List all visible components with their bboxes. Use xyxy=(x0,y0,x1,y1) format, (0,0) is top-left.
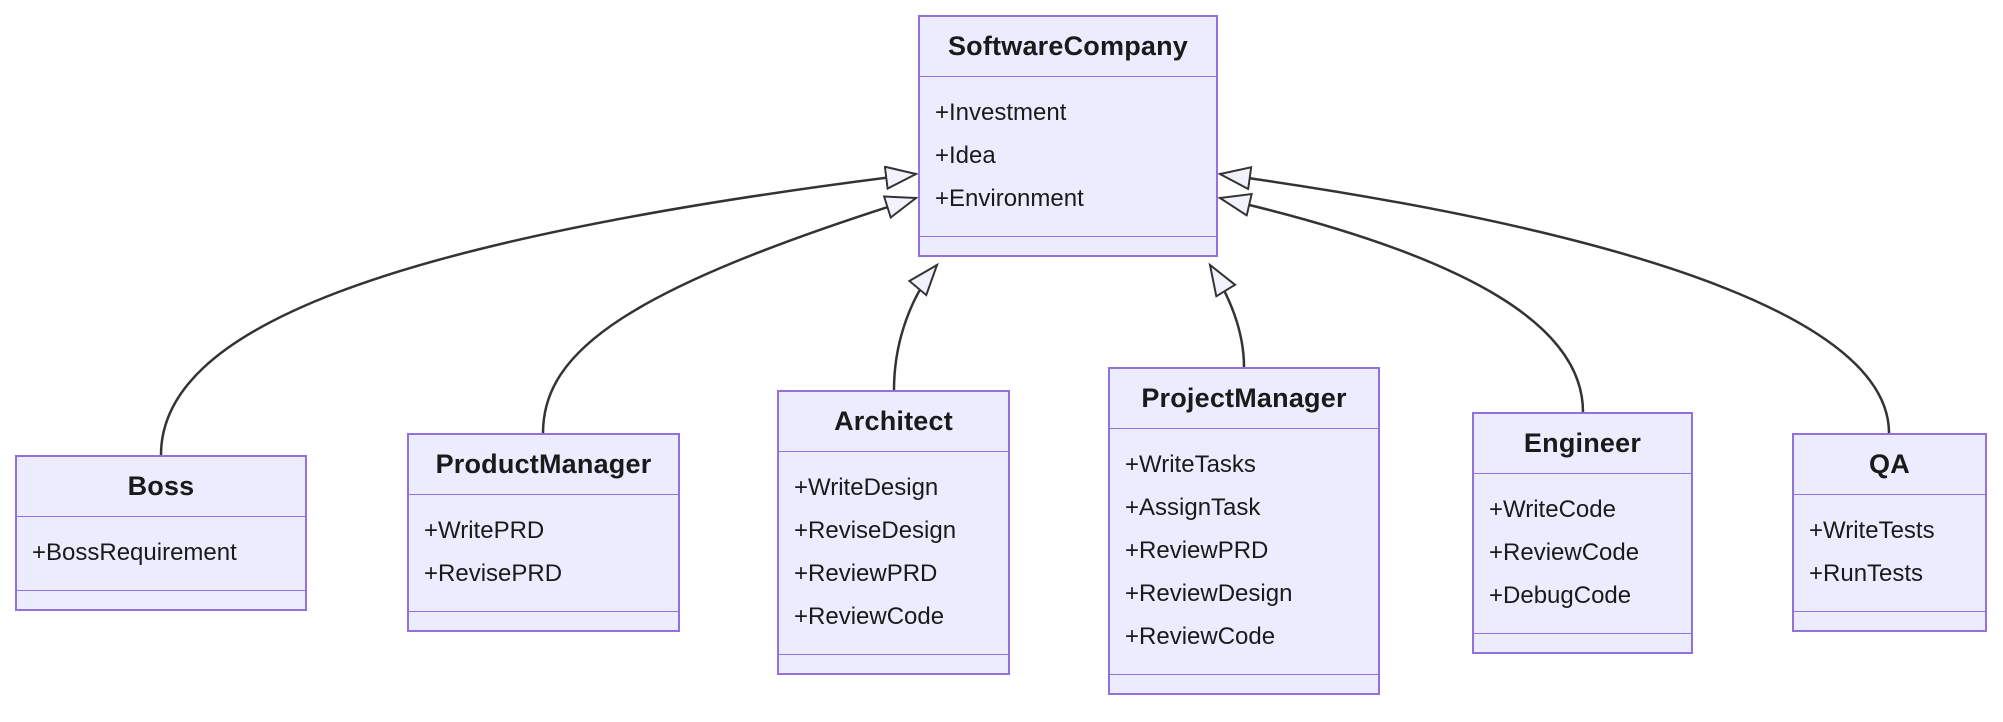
class-attributes: +WriteTests +RunTests xyxy=(1794,495,1985,612)
class-methods-empty xyxy=(1794,612,1985,630)
class-attribute: +ReviewCode xyxy=(1489,539,1640,566)
class-title: ProjectManager xyxy=(1110,369,1378,429)
class-methods-empty xyxy=(920,237,1216,255)
class-methods-empty xyxy=(409,612,678,630)
class-attribute: +BossRequirement xyxy=(32,539,237,566)
edge-boss-inheritance xyxy=(159,174,916,456)
edge-productmanager-inheritance xyxy=(541,198,916,434)
edge-projectmanager-inheritance xyxy=(1210,265,1246,368)
class-attribute: +WritePRD xyxy=(424,517,545,544)
class-title: SoftwareCompany xyxy=(920,17,1216,77)
class-attribute: +DebugCode xyxy=(1489,582,1632,609)
class-attribute: +AssignTask xyxy=(1125,494,1261,521)
class-attribute: +ReviseDesign xyxy=(794,517,957,544)
class-attributes: +Investment +Idea +Environment xyxy=(920,77,1216,237)
class-attribute: +WriteDesign xyxy=(794,474,939,501)
edge-qa-inheritance xyxy=(1220,174,1891,434)
class-title: ProductManager xyxy=(409,435,678,495)
class-attributes: +WriteDesign +ReviseDesign +ReviewPRD +R… xyxy=(779,452,1008,655)
class-productmanager: ProductManager +WritePRD +RevisePRD xyxy=(407,433,680,632)
class-attribute: +WriteTasks xyxy=(1125,451,1256,478)
class-attribute: +ReviewCode xyxy=(1125,623,1276,650)
class-attributes: +WriteCode +ReviewCode +DebugCode xyxy=(1474,474,1691,634)
edge-engineer-inheritance xyxy=(1220,198,1585,413)
class-attribute: +ReviewPRD xyxy=(1125,537,1269,564)
class-attribute: +WriteTests xyxy=(1809,517,1935,544)
class-projectmanager: ProjectManager +WriteTasks +AssignTask +… xyxy=(1108,367,1380,695)
class-attributes: +WriteTasks +AssignTask +ReviewPRD +Revi… xyxy=(1110,429,1378,675)
class-engineer: Engineer +WriteCode +ReviewCode +DebugCo… xyxy=(1472,412,1693,654)
class-methods-empty xyxy=(1474,634,1691,652)
class-softwarecompany: SoftwareCompany +Investment +Idea +Envir… xyxy=(918,15,1218,257)
class-methods-empty xyxy=(779,655,1008,673)
class-attributes: +BossRequirement xyxy=(17,517,305,591)
class-boss: Boss +BossRequirement xyxy=(15,455,307,611)
class-methods-empty xyxy=(1110,675,1378,693)
class-attribute: +ReviewDesign xyxy=(1125,580,1293,607)
class-attribute: +RunTests xyxy=(1809,560,1924,587)
class-title: Engineer xyxy=(1474,414,1691,474)
class-attributes: +WritePRD +RevisePRD xyxy=(409,495,678,612)
class-methods-empty xyxy=(17,591,305,609)
class-attribute: +WriteCode xyxy=(1489,496,1616,523)
class-title: Architect xyxy=(779,392,1008,452)
class-qa: QA +WriteTests +RunTests xyxy=(1792,433,1987,632)
class-attribute: +Idea xyxy=(935,142,996,169)
class-attribute: +ReviewCode xyxy=(794,603,945,630)
class-attribute: +RevisePRD xyxy=(424,560,563,587)
class-attribute: +Investment xyxy=(935,99,1067,126)
class-title: Boss xyxy=(17,457,305,517)
edge-architect-inheritance xyxy=(892,265,937,391)
class-title: QA xyxy=(1794,435,1985,495)
class-attribute: +ReviewPRD xyxy=(794,560,938,587)
class-architect: Architect +WriteDesign +ReviseDesign +Re… xyxy=(777,390,1010,675)
class-attribute: +Environment xyxy=(935,185,1084,212)
